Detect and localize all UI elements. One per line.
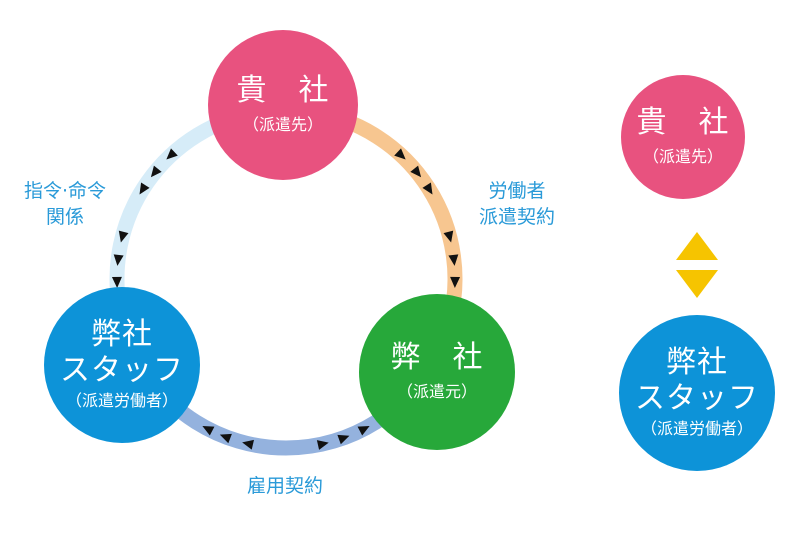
- side-client-node: 貴 社 （派遣先）: [621, 75, 745, 199]
- direction-arrow-icon: [443, 230, 454, 243]
- direction-arrow-icon: [357, 425, 370, 436]
- staff-title-1: 弊社: [91, 317, 153, 352]
- direction-arrow-icon: [113, 254, 124, 266]
- direction-arrow-icon: [150, 165, 162, 178]
- arrow-down-icon: [676, 270, 718, 298]
- employment-line-1: 雇用契約: [246, 475, 323, 497]
- employment-contract-label: 雇用契約: [225, 473, 345, 499]
- direction-arrow-icon: [422, 182, 433, 195]
- staff-title-2: スタッフ: [60, 353, 184, 388]
- side-staff-title-2: スタッフ: [635, 381, 759, 416]
- direction-arrow-icon: [448, 254, 459, 266]
- client-title: 貴 社: [236, 73, 330, 108]
- dispatch-line-1: 労働者: [488, 180, 546, 202]
- command-line-1: 指令·命令: [23, 180, 107, 202]
- direction-arrow-icon: [394, 148, 406, 160]
- direction-arrow-icon: [139, 182, 150, 195]
- staff-node: 弊社 スタッフ （派遣労働者）: [44, 287, 200, 443]
- direction-arrow-icon: [111, 276, 122, 288]
- direction-arrow-icon: [337, 434, 350, 445]
- command-relation-label: 指令·命令 関係: [10, 178, 120, 230]
- agency-subtitle: （派遣元）: [396, 382, 477, 401]
- client-node: 貴 社 （派遣先）: [208, 30, 358, 180]
- dispatch-line-2: 派遣契約: [478, 206, 555, 228]
- direction-arrow-icon: [219, 433, 232, 444]
- direction-arrow-icon: [118, 230, 129, 243]
- dispatch-contract-label: 労働者 派遣契約: [462, 178, 572, 230]
- direction-arrow-icon: [450, 276, 461, 288]
- side-staff-title-1: 弊社: [666, 345, 728, 380]
- arrow-up-icon: [676, 232, 718, 260]
- direction-arrow-icon: [202, 425, 215, 436]
- side-client-title: 貴 社: [636, 105, 730, 140]
- client-subtitle: （派遣先）: [242, 115, 323, 134]
- direction-arrow-icon: [166, 148, 178, 160]
- staff-subtitle: （派遣労働者）: [65, 391, 178, 410]
- agency-title: 弊 社: [390, 340, 484, 375]
- agency-node: 弊 社 （派遣元）: [359, 294, 515, 450]
- direction-arrow-icon: [410, 165, 422, 178]
- side-staff-subtitle: （派遣労働者）: [640, 419, 753, 438]
- command-line-2: 関係: [45, 206, 84, 228]
- side-client-subtitle: （派遣先）: [642, 147, 723, 166]
- direction-arrow-icon: [242, 439, 254, 450]
- direction-arrow-icon: [316, 440, 329, 450]
- side-staff-node: 弊社 スタッフ （派遣労働者）: [619, 315, 775, 471]
